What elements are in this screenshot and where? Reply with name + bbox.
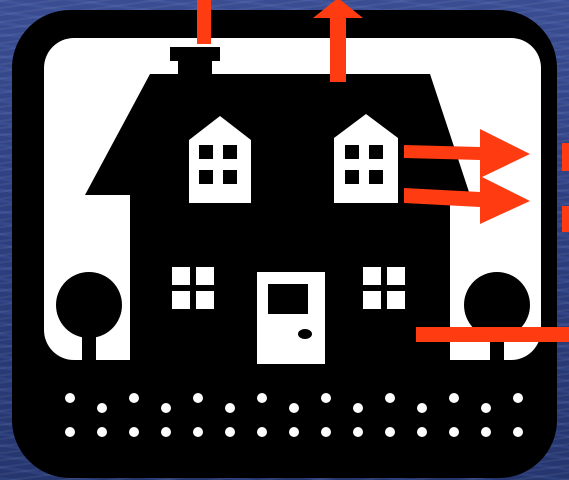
ground-dot xyxy=(225,403,235,413)
edge-marker xyxy=(562,143,569,232)
ground-dot xyxy=(481,427,491,437)
ground-dot xyxy=(353,427,363,437)
ground-dot xyxy=(97,403,107,413)
ground-dot xyxy=(161,403,171,413)
ground-dot xyxy=(353,403,363,413)
ground-dot xyxy=(289,403,299,413)
ground-dot xyxy=(225,427,235,437)
arrow-icon xyxy=(416,327,569,342)
ground-dot xyxy=(129,393,139,403)
ground-dot xyxy=(65,427,75,437)
ground-dot xyxy=(513,393,523,403)
ground-dot xyxy=(513,427,523,437)
ground-dot xyxy=(321,427,331,437)
arrow-icon xyxy=(197,0,211,44)
ground-dot xyxy=(97,427,107,437)
ground-dot xyxy=(449,427,459,437)
ground-dot xyxy=(385,427,395,437)
ground-dot xyxy=(481,403,491,413)
ground-dot xyxy=(449,393,459,403)
ground-dot xyxy=(161,427,171,437)
ground-dot xyxy=(289,427,299,437)
ground-dot xyxy=(417,403,427,413)
ground-dot xyxy=(193,393,203,403)
door xyxy=(257,272,325,364)
ground-dot xyxy=(129,427,139,437)
ground-dot xyxy=(385,393,395,403)
ground-dot xyxy=(417,427,427,437)
ground-dot xyxy=(257,427,267,437)
ground-dot xyxy=(65,393,75,403)
ground-dot xyxy=(257,393,267,403)
ground-dot xyxy=(321,393,331,403)
ground-dot xyxy=(193,427,203,437)
